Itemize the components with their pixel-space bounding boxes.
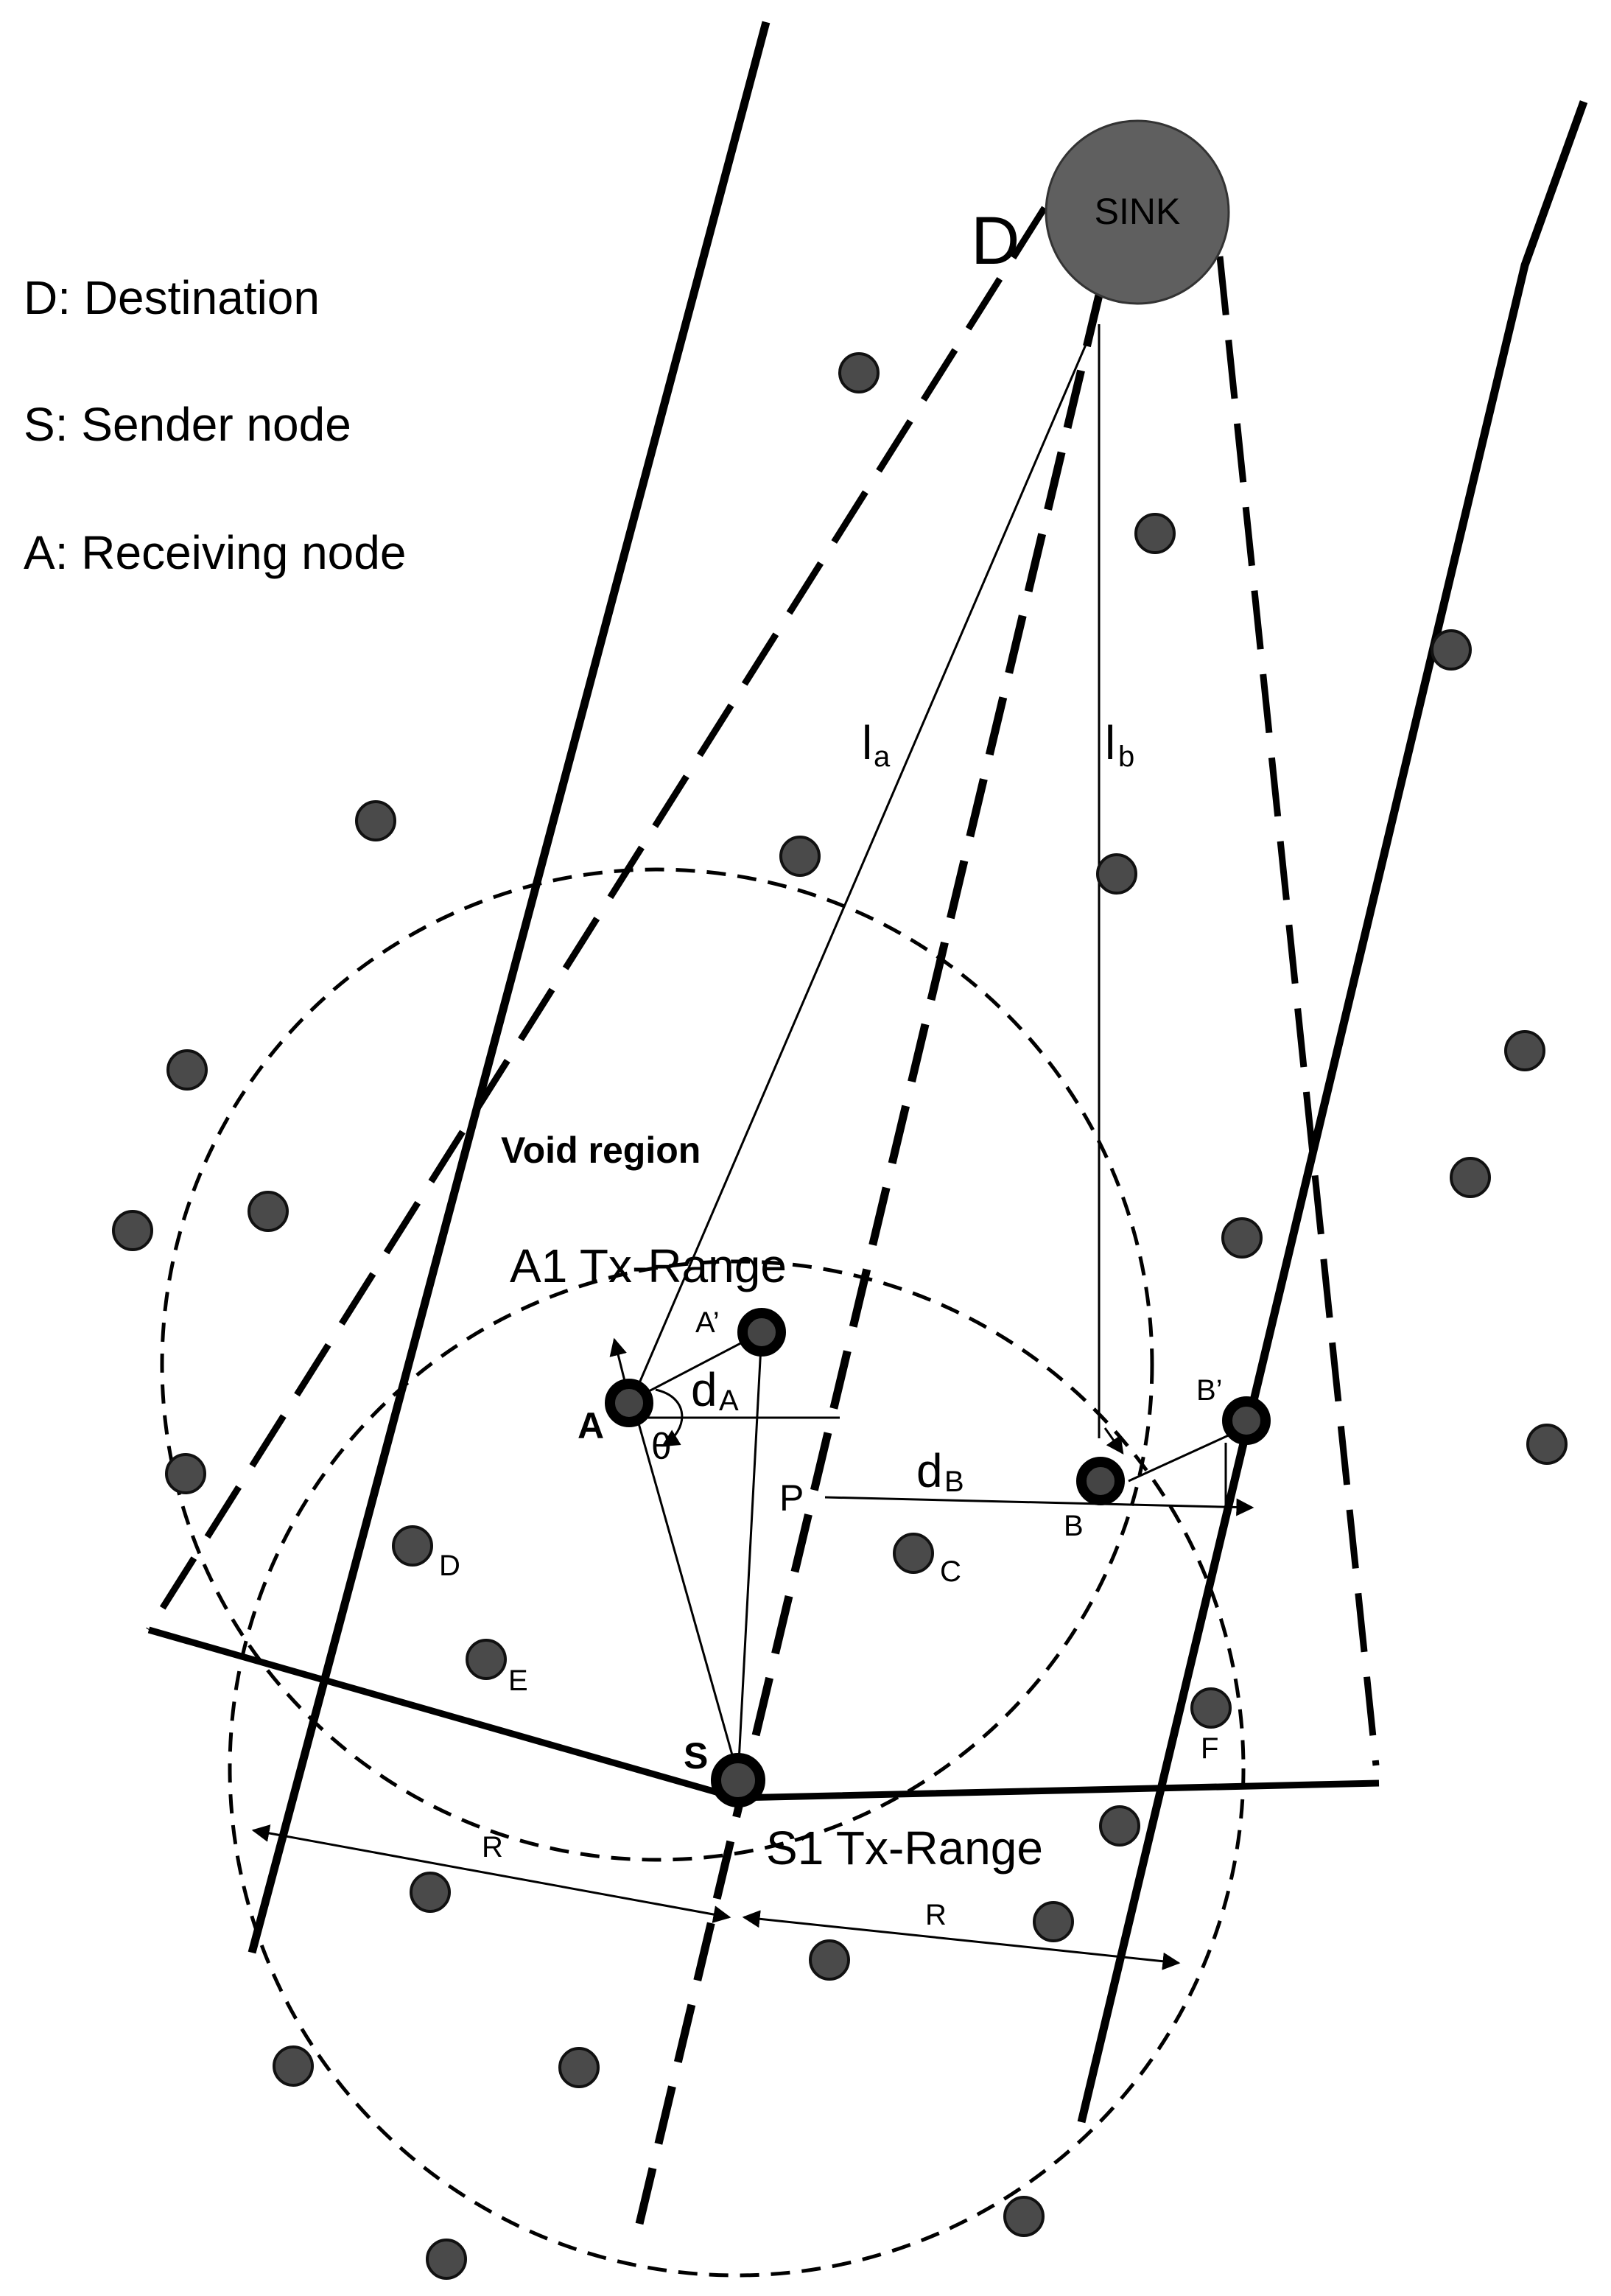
void-region-label: Void region xyxy=(501,1130,701,1171)
lb-main: l xyxy=(1105,716,1115,769)
sensor-node xyxy=(273,2045,314,2087)
label-da: d A xyxy=(691,1363,739,1417)
node-e xyxy=(466,1639,507,1680)
db-sub: B xyxy=(944,1466,964,1498)
line-a-to-aprime xyxy=(631,1331,762,1401)
node-f-label: F xyxy=(1201,1732,1218,1765)
point-p-label: P xyxy=(779,1477,804,1519)
sensor-node xyxy=(165,1453,206,1494)
arrows xyxy=(251,1337,1254,1970)
la-main: l xyxy=(862,716,872,769)
label-la: l a xyxy=(862,716,891,773)
right-boundary-line xyxy=(1077,100,1588,2124)
range-r-left-label: R xyxy=(482,1831,503,1863)
legend-sender-node: S: Sender node xyxy=(24,398,351,451)
sensor-node xyxy=(112,1210,153,1251)
node-s xyxy=(711,1753,765,1807)
arrow-r-right xyxy=(742,1910,1181,1970)
arrow-r-left xyxy=(251,1824,731,1923)
range-r-right-label: R xyxy=(925,1899,947,1931)
a1-tx-range-label: A1 Tx-Range xyxy=(510,1239,787,1292)
node-d-label: D xyxy=(439,1550,460,1582)
node-d xyxy=(392,1525,433,1567)
node-e-label: E xyxy=(508,1665,528,1697)
label-db: d B xyxy=(916,1444,964,1498)
node-b xyxy=(1076,1457,1125,1505)
lb-sub: b xyxy=(1118,741,1134,773)
node-b-label: B xyxy=(1064,1510,1084,1542)
right-dashed-line xyxy=(1216,256,1380,1766)
sensor-node xyxy=(1099,1805,1140,1847)
legend-receiving-node: A: Receiving node xyxy=(24,526,406,579)
left-dashed-line xyxy=(146,206,1047,1632)
node-a-prime-label: A’ xyxy=(695,1306,720,1339)
sensor-node xyxy=(1504,1030,1545,1071)
key-nodes xyxy=(605,1308,1271,1807)
arrow-x-to-b xyxy=(1103,1427,1124,1455)
node-s-label: S xyxy=(684,1735,708,1777)
sensor-node xyxy=(1134,513,1176,554)
legend: D: Destination S: Sender node A: Receivi… xyxy=(24,271,406,579)
node-b-prime-label: B’ xyxy=(1196,1374,1223,1407)
node-c xyxy=(893,1533,934,1574)
line-a-to-s xyxy=(631,1399,740,1777)
node-a xyxy=(605,1379,653,1427)
s1-tx-range-circle xyxy=(228,1259,1246,2278)
line-aprime-to-s xyxy=(737,1331,763,1777)
sensor-node xyxy=(558,2047,600,2088)
node-a-prime xyxy=(737,1308,786,1357)
da-main: d xyxy=(691,1363,717,1416)
sensor-node xyxy=(166,1049,208,1091)
s1-tx-range-label: S1 Tx-Range xyxy=(766,1821,1043,1875)
left-boundary-line xyxy=(248,21,771,1954)
sensor-node xyxy=(355,800,396,841)
line-la xyxy=(631,323,1096,1401)
sensor-node xyxy=(1003,2196,1045,2237)
sensor-node xyxy=(248,1191,289,1232)
la-sub: a xyxy=(874,741,891,773)
label-lb: l b xyxy=(1105,716,1134,773)
theta-label: θ xyxy=(651,1426,672,1467)
arrow-db xyxy=(824,1496,1254,1516)
sensor-node xyxy=(1033,1901,1074,1942)
destination-tag: D xyxy=(971,203,1019,279)
sensor-node xyxy=(779,836,821,877)
theta-arc-arrow xyxy=(655,1388,684,1447)
node-c-label: C xyxy=(940,1555,961,1588)
sensor-node xyxy=(1450,1157,1491,1198)
sensor-node xyxy=(809,1939,850,1981)
void-region-circle xyxy=(160,867,1154,1862)
sink-label: SINK xyxy=(1095,191,1181,232)
sensor-node xyxy=(1096,853,1137,895)
sink-node: SINK D xyxy=(971,119,1230,305)
db-main: d xyxy=(916,1444,943,1497)
sensor-node xyxy=(1221,1217,1263,1259)
labeled-nodes: D C E F xyxy=(392,1525,1232,1765)
sensor-node xyxy=(426,2239,467,2280)
sensor-node xyxy=(410,1872,451,1913)
sensor-node xyxy=(838,352,880,393)
node-a-label: A xyxy=(578,1405,604,1446)
node-b-prime xyxy=(1222,1396,1271,1445)
sensor-nodes xyxy=(112,352,1568,2280)
sensor-node xyxy=(1526,1424,1568,1465)
legend-destination: D: Destination xyxy=(24,271,320,324)
sensor-node xyxy=(1431,629,1472,671)
sink-circle xyxy=(1045,119,1230,305)
da-sub: A xyxy=(719,1385,739,1417)
node-f xyxy=(1190,1687,1232,1729)
